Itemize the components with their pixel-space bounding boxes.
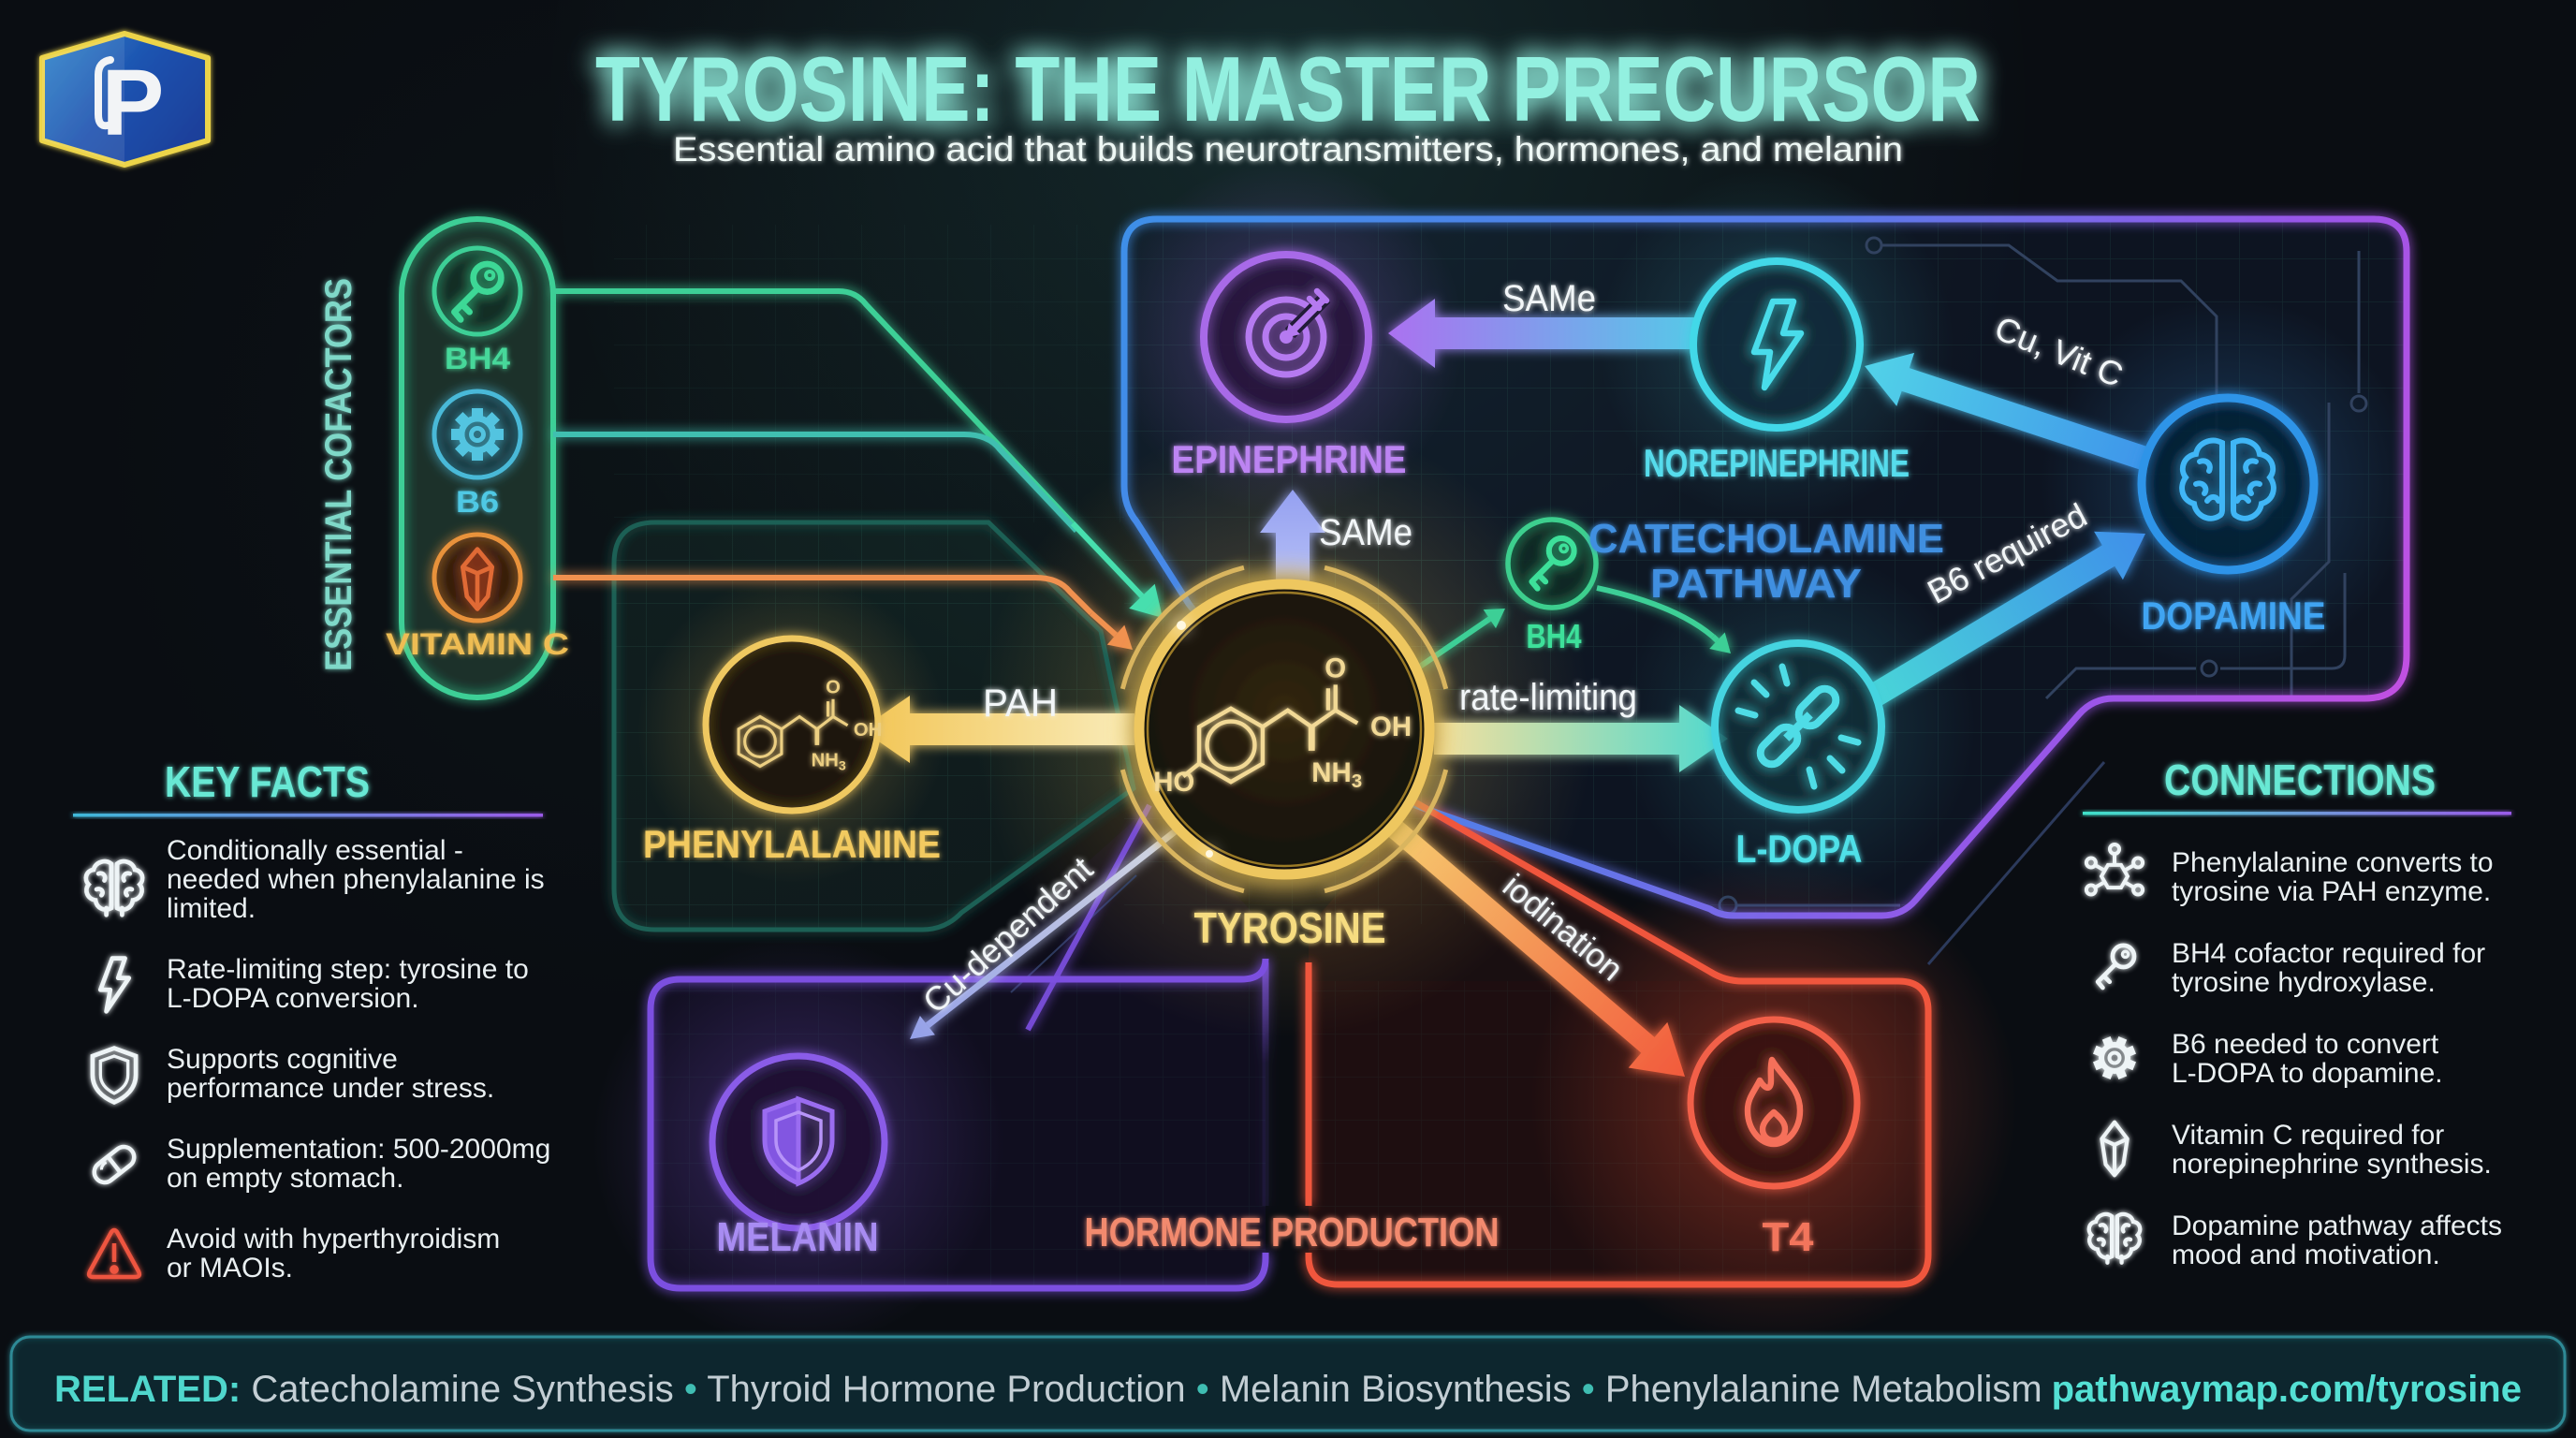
svg-text:OH: OH [1370, 712, 1412, 742]
svg-text:HORMONE PRODUCTION: HORMONE PRODUCTION [1085, 1210, 1500, 1255]
svg-text:L-DOPA to dopamine.: L-DOPA to dopamine. [2172, 1058, 2443, 1089]
svg-text:norepinephrine synthesis.: norepinephrine synthesis. [2172, 1149, 2492, 1180]
svg-text:CONNECTIONS: CONNECTIONS [2164, 756, 2436, 804]
svg-text:BH4 cofactor required for: BH4 cofactor required for [2172, 938, 2485, 969]
svg-text:P: P [102, 51, 165, 155]
svg-text:rate-limiting: rate-limiting [1459, 677, 1637, 718]
svg-text:or MAOIs.: or MAOIs. [167, 1253, 293, 1284]
svg-text:Essential amino acid that buil: Essential amino acid that builds neurotr… [673, 130, 1903, 169]
svg-text:HO: HO [1153, 767, 1194, 798]
svg-text:needed when phenylalanine is: needed when phenylalanine is [167, 864, 545, 895]
svg-text:B6: B6 [456, 485, 499, 519]
svg-text:Vitamin C required for: Vitamin C required for [2172, 1120, 2444, 1151]
svg-text:Rate-limiting step: tyrosine t: Rate-limiting step: tyrosine to [167, 954, 529, 985]
svg-text:SAMe: SAMe [1319, 512, 1412, 553]
svg-text:TYROSINE: TYROSINE [1194, 903, 1386, 952]
svg-text:mood and motivation.: mood and motivation. [2172, 1240, 2440, 1270]
svg-text:Avoid with hyperthyroidism: Avoid with hyperthyroidism [167, 1224, 500, 1255]
svg-text:EPINEPHRINE: EPINEPHRINE [1172, 437, 1407, 481]
svg-text:KEY FACTS: KEY FACTS [165, 757, 370, 806]
svg-text:tyrosine via PAH enzyme.: tyrosine via PAH enzyme. [2172, 876, 2491, 907]
svg-text:Supplementation: 500-2000mg: Supplementation: 500-2000mg [167, 1134, 550, 1165]
svg-text:B6 needed to convert: B6 needed to convert [2172, 1029, 2439, 1060]
svg-text:OH: OH [854, 720, 882, 741]
svg-text:PATHWAY: PATHWAY [1650, 561, 1862, 607]
svg-text:Phenylalanine converts to: Phenylalanine converts to [2172, 847, 2494, 878]
svg-text:PAH: PAH [983, 681, 1058, 725]
svg-text:L-DOPA: L-DOPA [1736, 827, 1863, 871]
svg-text:performance under stress.: performance under stress. [167, 1073, 494, 1104]
svg-text:Dopamine pathway affects: Dopamine pathway affects [2172, 1211, 2502, 1241]
svg-text:PHENYLALANINE: PHENYLALANINE [643, 822, 941, 866]
svg-text:O: O [826, 678, 841, 698]
svg-text:DOPAMINE: DOPAMINE [2142, 594, 2326, 638]
svg-text:BH4: BH4 [445, 342, 510, 375]
svg-text:limited.: limited. [167, 893, 256, 924]
svg-text:T4: T4 [1763, 1214, 1815, 1260]
svg-text:SAMe: SAMe [1502, 278, 1596, 319]
svg-text:VITAMIN C: VITAMIN C [386, 627, 569, 661]
svg-text:tyrosine hydroxylase.: tyrosine hydroxylase. [2172, 967, 2436, 998]
svg-text:NH3: NH3 [812, 751, 846, 774]
svg-text:O: O [1325, 653, 1346, 683]
svg-text:on empty stomach.: on empty stomach. [167, 1163, 403, 1194]
svg-text:pathwaymap.com/tyrosine: pathwaymap.com/tyrosine [2052, 1369, 2522, 1410]
svg-text:Conditionally essential -: Conditionally essential - [167, 835, 463, 866]
svg-text:L-DOPA conversion.: L-DOPA conversion. [167, 983, 419, 1014]
svg-text:Supports cognitive: Supports cognitive [167, 1044, 398, 1075]
svg-text:RELATED: Catecholamine Synthes: RELATED: Catecholamine Synthesis • Thyro… [54, 1369, 2042, 1410]
svg-text:NOREPINEPHRINE: NOREPINEPHRINE [1644, 441, 1910, 485]
svg-text:CATECHOLAMINE: CATECHOLAMINE [1588, 516, 1944, 562]
svg-text:ESSENTIAL COFACTORS: ESSENTIAL COFACTORS [318, 278, 359, 671]
svg-text:TYROSINE: THE MASTER PRECURSOR: TYROSINE: THE MASTER PRECURSOR [595, 37, 1981, 140]
svg-text:MELANIN: MELANIN [717, 1214, 879, 1260]
svg-text:BH4: BH4 [1527, 617, 1582, 655]
